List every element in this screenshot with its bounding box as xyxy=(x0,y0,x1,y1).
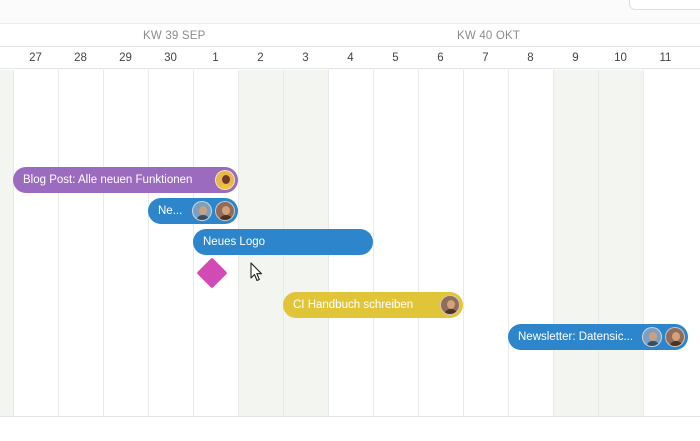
avatar-body xyxy=(444,309,458,314)
day-column[interactable] xyxy=(508,70,553,416)
day-label: 1 xyxy=(212,52,219,64)
task-label: Newsletter: Datensic... xyxy=(518,331,634,343)
week-label-kw40: KW 40 OKT xyxy=(457,30,521,42)
day-column[interactable] xyxy=(463,70,508,416)
avatar-face xyxy=(222,175,230,184)
task-assignees xyxy=(192,201,235,221)
day-label: 4 xyxy=(347,52,354,64)
week-header-row: KW 39 SEP KW 40 OKT xyxy=(0,25,700,47)
day-label: 30 xyxy=(164,52,177,64)
avatar[interactable] xyxy=(665,327,685,347)
task-bar-neues-logo[interactable]: Neues Logo xyxy=(193,229,373,255)
avatar[interactable] xyxy=(192,201,212,221)
avatar-body xyxy=(646,341,660,346)
task-bar-newsletter[interactable]: Newsletter: Datensic... xyxy=(508,324,688,350)
day-column-weekend[interactable] xyxy=(553,70,598,416)
task-label: Ne... xyxy=(158,205,183,217)
avatar-body xyxy=(669,341,683,346)
task-bar-ci-handbuch[interactable]: CI Handbuch schreiben xyxy=(283,292,463,318)
task-assignees xyxy=(642,327,685,347)
day-label: 5 xyxy=(392,52,399,64)
avatar-body xyxy=(219,215,233,220)
day-column[interactable] xyxy=(373,70,418,416)
search-field[interactable] xyxy=(629,0,700,10)
day-column-weekend[interactable] xyxy=(598,70,643,416)
avatar-body xyxy=(196,215,210,220)
day-column[interactable] xyxy=(418,70,463,416)
avatar[interactable] xyxy=(215,170,235,190)
task-assignees xyxy=(440,295,460,315)
day-column[interactable] xyxy=(13,70,58,416)
day-column[interactable] xyxy=(148,70,193,416)
day-column[interactable] xyxy=(58,70,103,416)
day-label: 28 xyxy=(74,52,87,64)
day-label: 11 xyxy=(659,52,672,64)
task-bar-ne[interactable]: Ne... xyxy=(148,198,238,224)
avatar-face xyxy=(649,332,657,341)
avatar[interactable] xyxy=(215,201,235,221)
task-label: Blog Post: Alle neuen Funktionen xyxy=(23,174,193,186)
day-label: 2 xyxy=(257,52,264,64)
top-toolbar xyxy=(0,0,700,24)
day-label: 6 xyxy=(437,52,444,64)
day-label: 3 xyxy=(302,52,309,64)
day-label: 10 xyxy=(614,52,627,64)
avatar[interactable] xyxy=(642,327,662,347)
task-label: Neues Logo xyxy=(203,236,266,248)
day-label: 29 xyxy=(119,52,132,64)
avatar-face xyxy=(447,300,455,309)
avatar-face xyxy=(222,206,230,215)
day-label: 9 xyxy=(572,52,579,64)
day-label: 27 xyxy=(29,52,42,64)
avatar-body xyxy=(219,184,233,189)
week-label-kw39: KW 39 SEP xyxy=(143,30,206,42)
task-assignees xyxy=(215,170,235,190)
day-label: 8 xyxy=(527,52,534,64)
task-bar-blog-post[interactable]: Blog Post: Alle neuen Funktionen xyxy=(13,167,238,193)
day-column[interactable] xyxy=(643,70,688,416)
day-header-row: 27 28 29 30 1 2 3 4 5 6 7 8 9 10 11 xyxy=(0,48,700,69)
task-label: CI Handbuch schreiben xyxy=(293,299,414,311)
timeline-grid xyxy=(0,70,700,416)
mouse-pointer-icon xyxy=(250,262,263,282)
avatar[interactable] xyxy=(440,295,460,315)
day-column-weekend[interactable] xyxy=(0,70,13,416)
day-column[interactable] xyxy=(103,70,148,416)
day-label: 7 xyxy=(482,52,489,64)
avatar-face xyxy=(672,332,680,341)
avatar-face xyxy=(199,206,207,215)
grid-bottom-border xyxy=(0,416,700,417)
